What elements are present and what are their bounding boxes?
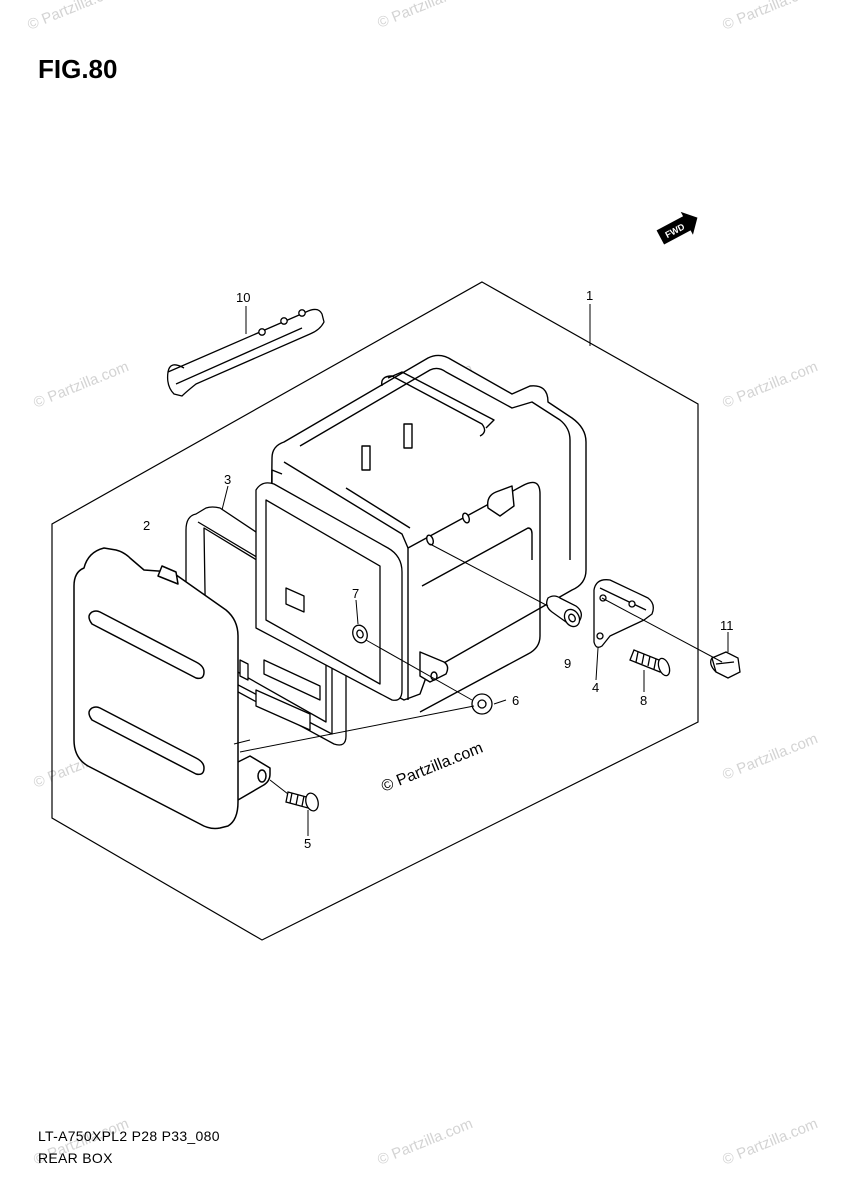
watermark-text: © Partzilla.com [720,1115,820,1169]
watermark-text: © Partzilla.com [31,358,131,412]
callout-2: 2 [143,518,150,533]
box-inner-frame [239,482,403,731]
diagram-code: LT-A750XPL2 P28 P33_080 [38,1128,220,1144]
callout-7: 7 [352,586,359,601]
watermark-text: © Partzilla.com [720,730,820,784]
assembly-guide-lines [233,543,723,795]
part-7-nut [352,624,368,644]
callout-3: 3 [224,472,231,487]
callout-6: 6 [512,693,519,708]
part-11-flange-bolt [710,651,741,679]
callout-9: 9 [564,656,571,671]
watermark-text: © Partzilla.com [25,0,125,34]
fwd-arrow-icon: FWD [656,211,698,245]
callout-10: 10 [236,290,250,305]
diagram-name: REAR BOX [38,1150,113,1166]
callout-8: 8 [640,693,647,708]
part-2-cover [73,547,271,830]
callout-1: 1 [586,288,593,303]
callout-11: 11 [720,618,734,633]
part-10-strap [166,308,325,397]
watermark-text: © Partzilla.com [375,1115,475,1169]
part-8-bolt [629,649,671,677]
figure-title: FIG.80 [38,54,118,84]
part-4-latch-plate [593,579,654,648]
callout-numbers: 1 2 3 4 5 6 7 8 9 10 11 [143,288,734,851]
watermark-text: © Partzilla.com [720,358,820,412]
leader-lines [221,304,729,836]
watermark-text: © Partzilla.com [720,0,820,34]
watermark-text: © Partzilla.com [375,0,475,32]
part-6-washer [471,693,493,715]
assembly-boundary [51,281,699,941]
part-5-screw [285,791,319,812]
callout-4: 4 [592,680,599,695]
watermark-main-text: © Partzilla.com [379,740,485,796]
callout-5: 5 [304,836,311,851]
part-9-grommet [546,595,582,628]
